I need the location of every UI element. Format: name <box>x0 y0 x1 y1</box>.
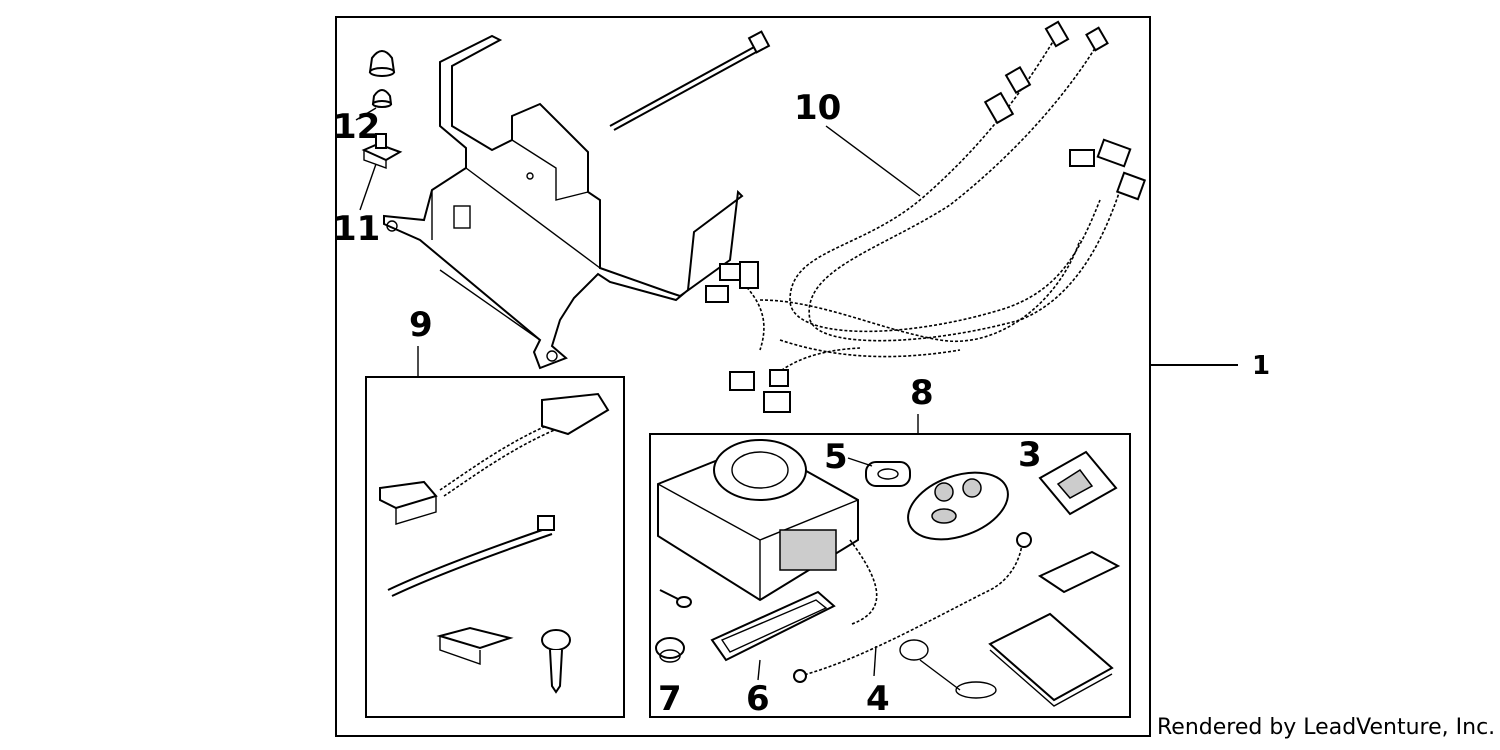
leader-11 <box>359 163 377 211</box>
callout-5: 5 <box>824 437 848 477</box>
callout-4: 4 <box>866 679 890 719</box>
alarm-unit <box>657 439 859 602</box>
part-4-sensor <box>793 532 1032 699</box>
callout-1: 1 <box>1252 351 1270 381</box>
leader-4 <box>873 645 877 677</box>
part-9-screw <box>541 629 571 694</box>
logo-card <box>1038 450 1118 516</box>
callout-7: 7 <box>658 679 682 719</box>
callout-12: 12 <box>333 107 380 147</box>
callout-8: 8 <box>910 373 934 413</box>
leader-10 <box>825 125 921 197</box>
manual-small <box>1037 550 1121 594</box>
callout-6: 6 <box>746 679 770 719</box>
kit-outline-9 <box>365 376 625 718</box>
leader-5 <box>847 457 873 467</box>
part-6-gasket <box>710 590 836 662</box>
kit-outline-8 <box>649 433 1131 718</box>
part-11-clip <box>361 133 403 169</box>
part-3-remote <box>907 471 1009 541</box>
leader-6 <box>757 659 761 681</box>
kit-outline-1 <box>335 16 1151 737</box>
mounting-bracket <box>383 34 744 370</box>
part-9-sub-harness <box>379 392 610 525</box>
cable-tie-top <box>609 30 771 131</box>
callout-10: 10 <box>794 88 841 128</box>
callout-9: 9 <box>409 305 433 345</box>
part-7-grommet <box>655 637 685 663</box>
callout-3: 3 <box>1018 435 1042 475</box>
manual-large <box>988 612 1114 707</box>
part-7-screw <box>659 589 692 608</box>
part-9-cable-tie <box>387 515 555 597</box>
watermark: Rendered by LeadVenture, Inc. <box>1157 715 1495 740</box>
callout-11: 11 <box>333 209 380 249</box>
part-5-grommet <box>865 461 911 487</box>
leader-12 <box>355 107 377 121</box>
part-12-nuts <box>368 50 396 108</box>
part-9-clip <box>436 626 514 665</box>
wire-harness-10 <box>705 20 1147 413</box>
